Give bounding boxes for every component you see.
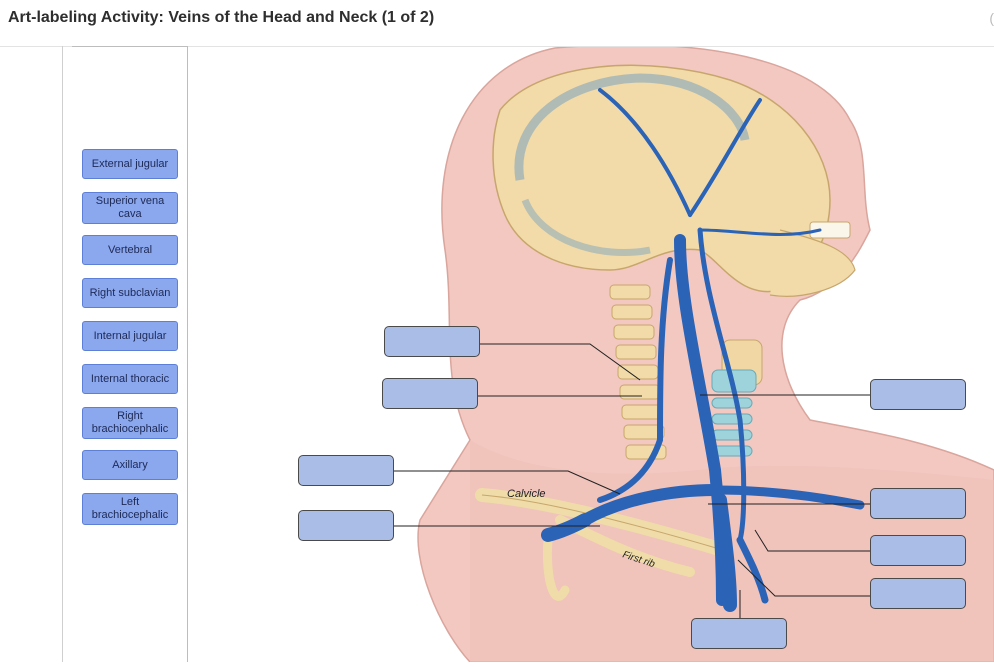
drop-target[interactable] [870,535,966,566]
drop-target[interactable] [691,618,787,649]
teeth [809,221,851,239]
caption-calvicle: Calvicle [507,488,546,500]
drop-target[interactable] [382,378,478,409]
drop-target[interactable] [870,578,966,609]
label-chip-internal-thoracic[interactable]: Internal thoracic [82,364,178,394]
drop-target[interactable] [870,379,966,410]
page-title: Art-labeling Activity: Veins of the Head… [8,9,435,26]
drop-target[interactable] [384,326,480,357]
label-chip-internal-jugular[interactable]: Internal jugular [82,321,178,351]
label-chip-right-brachiocephalic[interactable]: Right brachiocephalic [82,407,178,439]
veins [541,88,865,612]
cervical-spine [609,284,667,460]
leader-lines [392,343,870,620]
label-bank: External jugular Superior vena cava Vert… [72,46,188,662]
left-rail-line [62,46,63,662]
label-chip-right-subclavian[interactable]: Right subclavian [82,278,178,308]
jaw [769,229,856,297]
diagram-stage: Calvicle First rib [190,43,994,663]
drop-target[interactable] [298,455,394,486]
sinus-lower [521,198,651,257]
header-bar: Art-labeling Activity: Veins of the Head… [0,0,994,47]
anatomy-illustration: Calvicle First rib [392,43,994,663]
label-chip-axillary[interactable]: Axillary [82,450,178,480]
corner-control[interactable]: ( [989,10,994,26]
dural-sinus [514,73,750,181]
label-chip-left-brachiocephalic[interactable]: Left brachiocephalic [82,493,178,525]
label-chip-superior-vena-cava[interactable]: Superior vena cava [82,192,178,224]
drop-target[interactable] [870,488,966,519]
label-chip-vertebral[interactable]: Vertebral [82,235,178,265]
drop-target[interactable] [298,510,394,541]
label-chip-external-jugular[interactable]: External jugular [82,149,178,179]
